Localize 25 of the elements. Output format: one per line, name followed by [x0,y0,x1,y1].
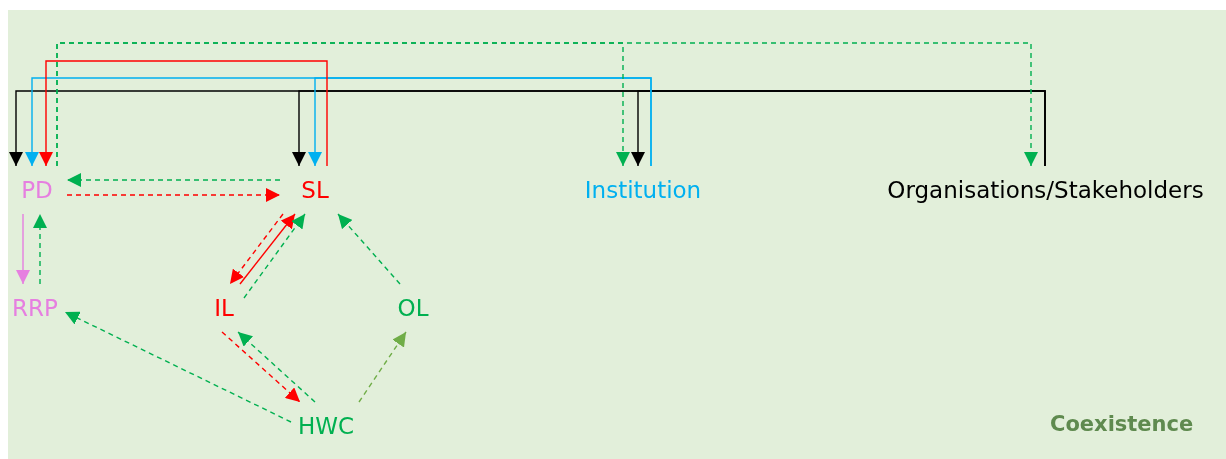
node-label: SL [280,166,350,214]
arrow [221,331,301,403]
panel-title: Coexistence [1050,412,1194,436]
node-label: PD [7,166,67,214]
arrow [64,311,292,423]
arrow [239,213,296,285]
arrow [56,42,1038,167]
arrow [308,77,652,167]
arrow [66,173,281,187]
arrow [358,331,407,403]
arrow [66,188,281,202]
arrow [33,213,47,285]
arrow [39,60,328,167]
node-label: Institution [568,166,718,214]
arrow [16,213,30,285]
node-label: Organisations/Stakeholders [873,166,1218,214]
arrow [337,213,401,285]
arrow [237,331,316,403]
arrow [631,90,1046,167]
node-label: OL [388,284,438,332]
node-label: HWC [291,402,361,450]
arrow [243,213,306,299]
node-label: IL [204,284,244,332]
node-label: RRP [5,284,65,332]
arrow [229,213,284,285]
